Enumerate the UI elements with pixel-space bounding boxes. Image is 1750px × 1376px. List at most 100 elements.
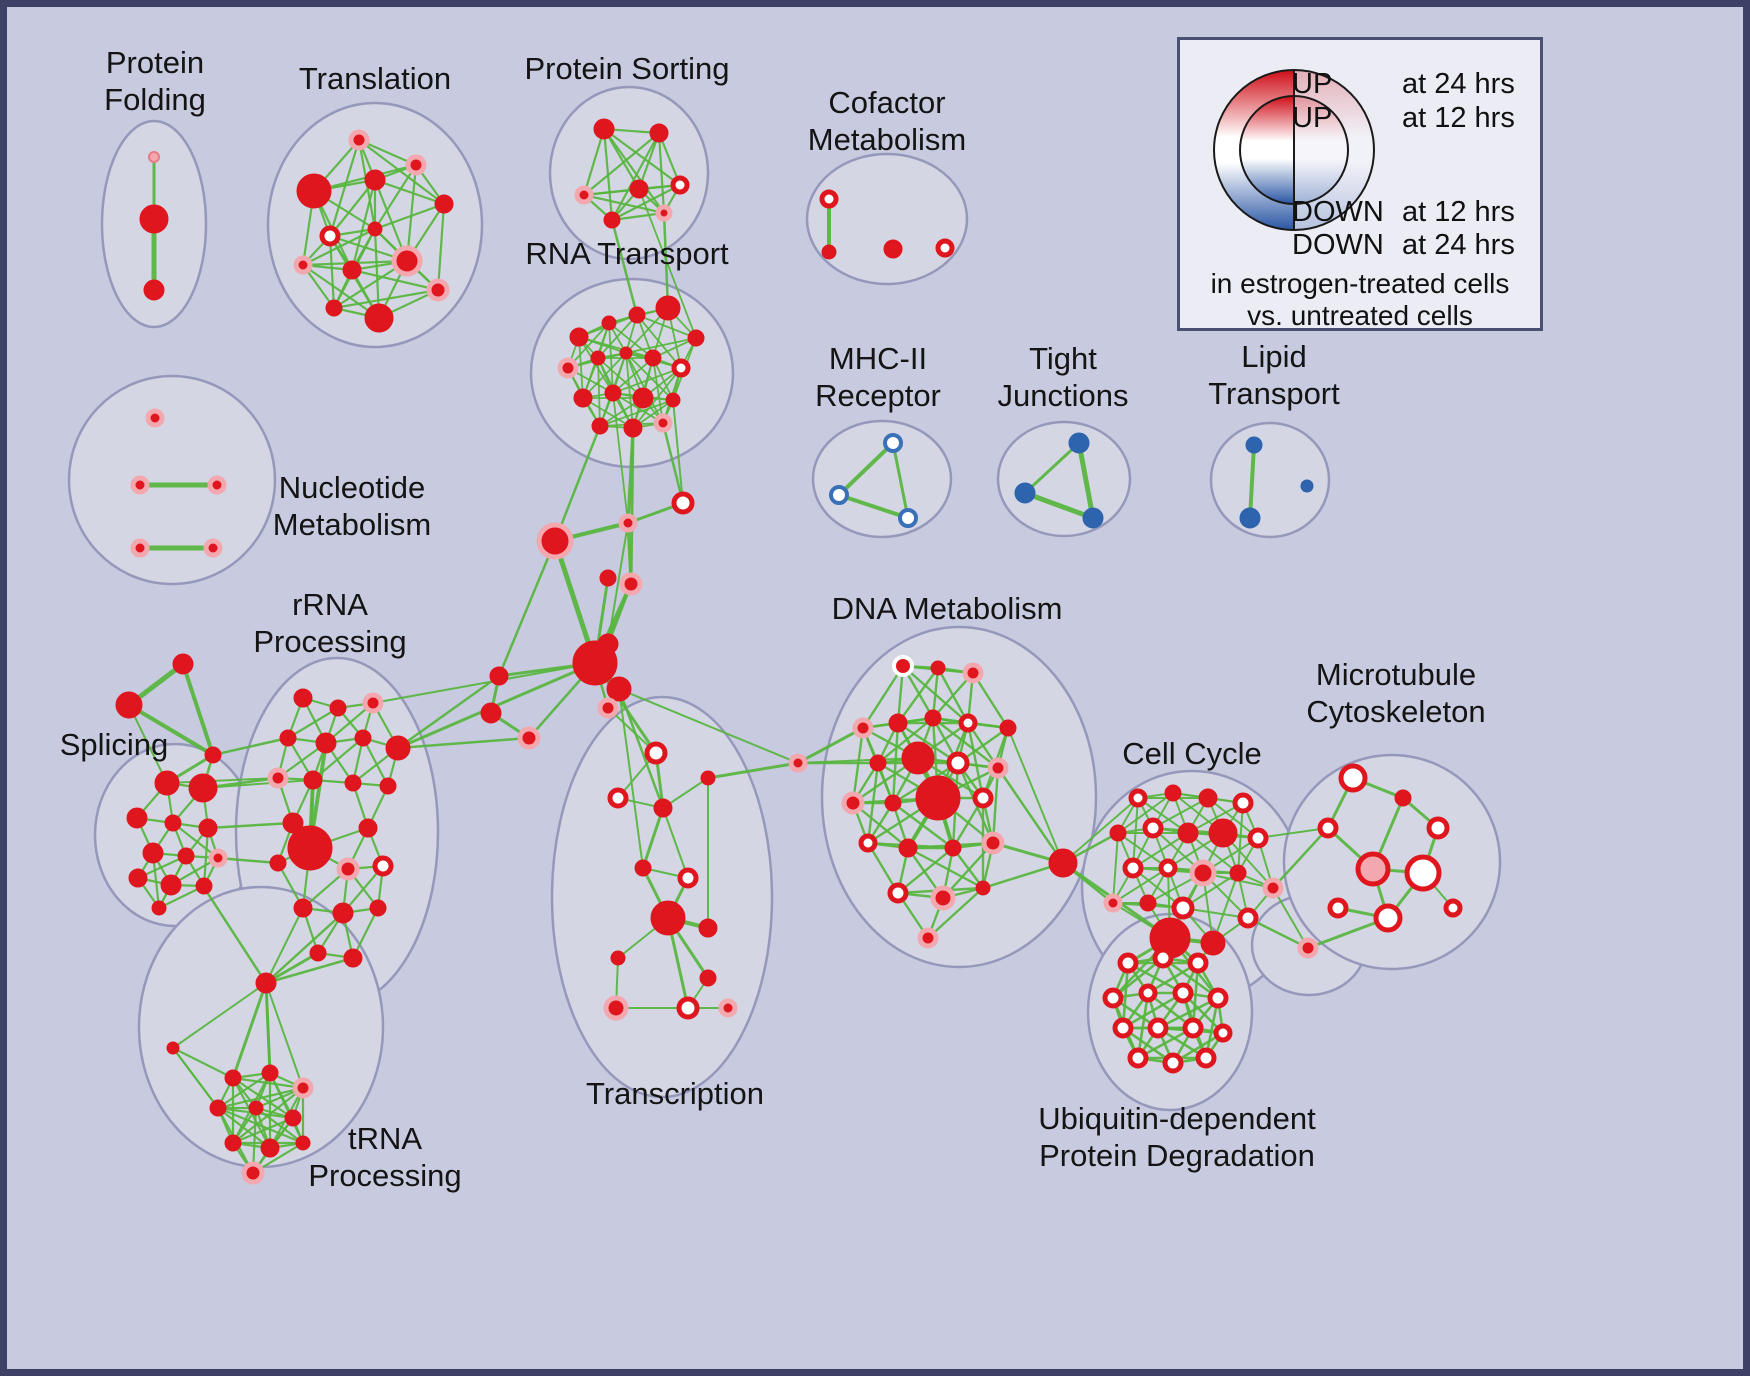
network-node: [267, 767, 289, 789]
network-edge: [231, 1116, 295, 1145]
network-edge: [1257, 827, 1329, 839]
network-edge: [1076, 440, 1096, 521]
network-node: [1128, 788, 1148, 808]
network-edge: [1248, 443, 1256, 520]
network-node: [369, 899, 387, 917]
network-node: [898, 508, 918, 528]
network-node: [517, 726, 541, 750]
network-node: [207, 475, 227, 495]
network-node: [649, 123, 669, 143]
network-node: [354, 729, 372, 747]
network-edge: [361, 736, 390, 788]
network-node: [344, 774, 362, 792]
network-node: [670, 175, 690, 195]
network-edge: [350, 268, 440, 292]
network-edge: [1136, 991, 1150, 1060]
nucleotide-metabolism-label: Nucleotide: [279, 470, 425, 505]
network-node: [841, 791, 865, 815]
network-node: [644, 349, 662, 367]
network-node: [1229, 864, 1247, 882]
network-edge: [797, 757, 919, 764]
lipid-transport-label: Transport: [1208, 376, 1340, 411]
network-node: [1355, 851, 1391, 887]
protein-folding-label: Folding: [104, 82, 206, 117]
network-edge: [1272, 887, 1309, 949]
network-node: [687, 329, 705, 347]
network-node: [1082, 507, 1104, 529]
network-node: [1158, 858, 1178, 878]
network-node: [1139, 894, 1157, 912]
network-edge: [971, 671, 1010, 730]
network-node: [981, 831, 1005, 855]
network-edge: [582, 193, 666, 215]
network-node: [293, 898, 313, 918]
network-node: [653, 798, 673, 818]
network-node: [142, 842, 164, 864]
network-node: [935, 238, 955, 258]
network-node: [1237, 907, 1259, 929]
network-node: [1172, 982, 1194, 1004]
network-node: [1112, 1017, 1134, 1039]
legend-time: at 24 hrs: [1402, 229, 1515, 261]
network-edge: [608, 322, 654, 359]
network-edge: [373, 227, 381, 320]
network-edge: [1237, 802, 1244, 874]
network-node: [606, 676, 632, 702]
legend: UP at 24 hrs UP at 12 hrs DOWN at 12 hrs…: [1177, 37, 1543, 331]
network-node: [1426, 816, 1450, 840]
network-node: [946, 751, 970, 775]
network-node: [209, 1099, 227, 1117]
network-node: [224, 1069, 242, 1087]
network-node: [148, 151, 160, 163]
network-node: [718, 998, 738, 1018]
network-edge: [896, 846, 955, 895]
network-node: [924, 709, 942, 727]
network-edge: [216, 1106, 305, 1145]
network-edge: [231, 1076, 305, 1090]
network-node: [898, 838, 918, 858]
cofactor-metabolism-label: Cofactor: [828, 85, 945, 120]
network-edge: [662, 807, 689, 879]
network-node: [619, 572, 643, 596]
network-node: [888, 713, 908, 733]
legend-time: at 12 hrs: [1402, 102, 1515, 134]
network-node: [591, 417, 609, 435]
network-edge: [553, 424, 602, 543]
network-edge: [171, 1046, 235, 1080]
network-edge: [618, 688, 644, 869]
trna-processing-label: Processing: [308, 1158, 461, 1193]
network-node: [677, 867, 699, 889]
network-node: [293, 255, 313, 275]
network-edge: [332, 288, 440, 310]
network-node: [198, 818, 218, 838]
rrna-processing-label: Processing: [253, 624, 406, 659]
network-node: [1162, 1052, 1184, 1074]
legend-word: DOWN: [1292, 196, 1384, 228]
network-edge: [582, 397, 634, 429]
network-edge: [357, 138, 446, 206]
network-node: [607, 787, 629, 809]
network-edge: [1023, 441, 1081, 495]
trna-processing-label: tRNA: [348, 1121, 422, 1156]
network-node: [1109, 824, 1127, 842]
network-edge: [996, 766, 1065, 865]
network-node: [293, 688, 313, 708]
network-edge: [617, 687, 665, 810]
network-edge: [166, 777, 279, 784]
legend-time: at 12 hrs: [1402, 196, 1515, 228]
tight-junctions-label: Junctions: [998, 378, 1129, 413]
cell-cycle-label: Cell Cycle: [1122, 736, 1262, 771]
network-node: [603, 211, 621, 229]
network-node: [126, 807, 148, 829]
network-node: [1245, 436, 1263, 454]
network-node: [348, 129, 370, 151]
network-edge: [966, 721, 985, 800]
legend-caption-line-1: in estrogen-treated cells: [1210, 268, 1510, 299]
network-node: [195, 877, 213, 895]
network-edge: [582, 352, 627, 399]
network-edge: [172, 982, 267, 1049]
network-node: [574, 185, 594, 205]
legend-row-up-24: UP at 24 hrs: [1180, 68, 1540, 100]
network-node: [332, 902, 354, 924]
rrna-processing-label: rRNA: [292, 587, 368, 622]
